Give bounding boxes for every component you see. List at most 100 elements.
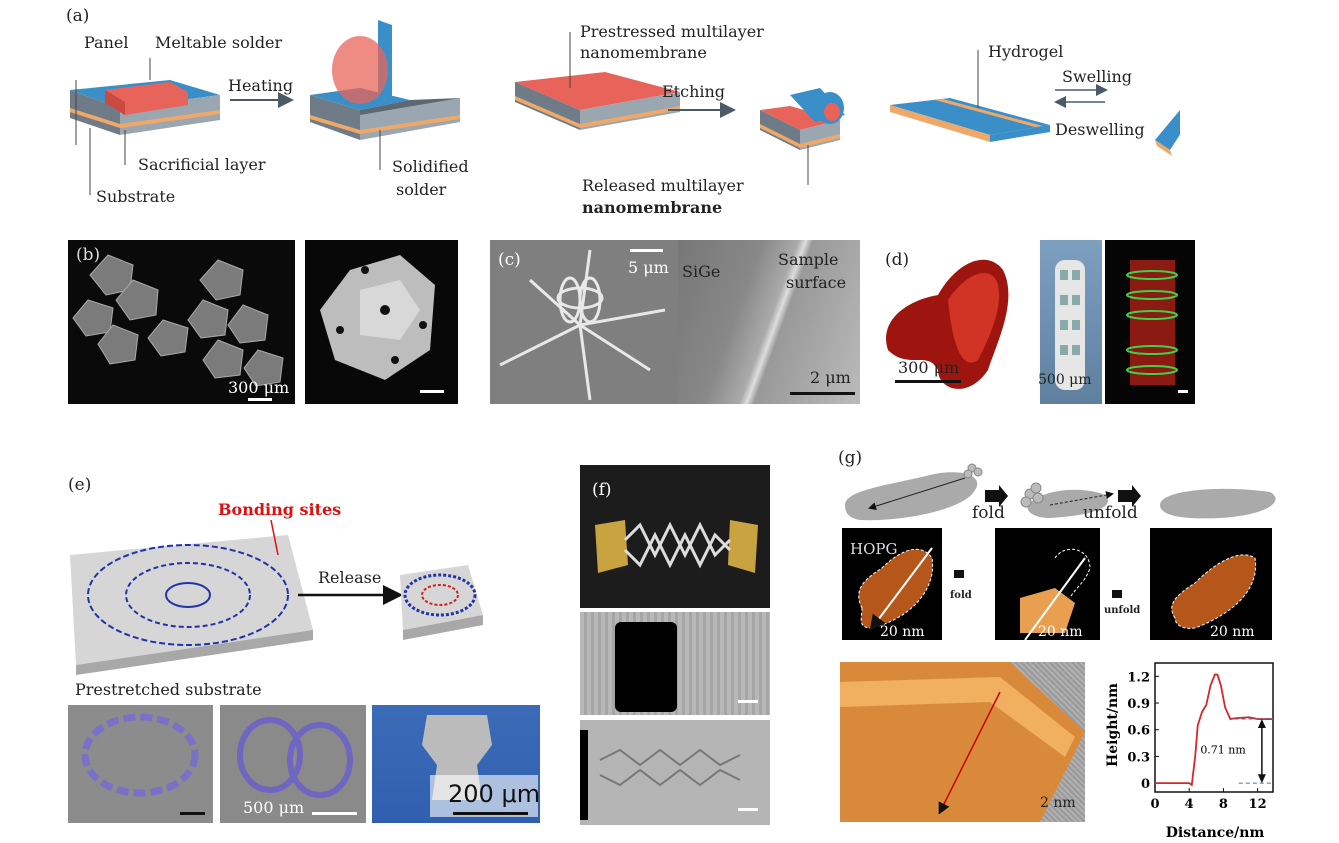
scale-bar: [738, 700, 758, 703]
image-hydrogel-saddle: [868, 240, 1035, 404]
panel-a-schematics: [70, 20, 1180, 195]
sem-image-dodecahedron: [305, 240, 458, 404]
y-tick-label: 0.3: [1127, 750, 1150, 765]
arrow-icon: [1112, 590, 1122, 598]
label-sample: Sample: [778, 250, 839, 269]
label-nanomembrane: nanomembrane: [580, 43, 707, 62]
plot-frame: [1154, 662, 1274, 793]
panel-e-scale1: 500 μm: [243, 798, 305, 817]
scale-bar: [630, 249, 663, 252]
label-heating: Heating: [228, 76, 294, 95]
panel-b-label: (b): [76, 245, 101, 265]
label-deswelling: Deswelling: [1055, 120, 1145, 139]
panel-d-scale1: 300 μm: [898, 358, 960, 377]
y-tick-label: 0.9: [1127, 697, 1150, 712]
serpentine-schematic: [70, 519, 483, 675]
afm-image-unfolded: [1150, 528, 1272, 640]
panel-g-label: (g): [838, 448, 863, 468]
scale-bar: [895, 380, 961, 383]
panel-f-label: (f): [592, 480, 612, 500]
label-prestretched-substrate: Prestretched substrate: [75, 680, 262, 699]
x-axis-label: Distance/nm: [1166, 825, 1265, 841]
hydrogel-flat: [890, 98, 1050, 142]
x-tick-label: 12: [1249, 797, 1267, 812]
hydrogel-folded: [1155, 110, 1180, 156]
afm-image-folded: [995, 528, 1100, 640]
afm-scale-3: 20 nm: [1210, 624, 1255, 640]
image-kirigami-device: [580, 465, 770, 608]
y-tick-label: 0.6: [1127, 724, 1150, 739]
tem-image-1: [580, 612, 770, 715]
image-3d-cage: [220, 705, 366, 823]
label-unfold: unfold: [1083, 503, 1138, 523]
arrow-head-down: [1257, 774, 1266, 784]
scale-bar: [453, 812, 528, 815]
label-prestressed: Prestressed multilayer: [580, 22, 764, 41]
scale-bar: [1178, 390, 1188, 393]
label-hydrogel: Hydrogel: [988, 42, 1064, 61]
scale-bar: [790, 392, 855, 395]
panel-e-label: (e): [68, 475, 92, 495]
panel-d-scale2: 500 μm: [1038, 372, 1092, 388]
panel-d-label: (d): [885, 250, 910, 270]
released-3d-structure: [400, 565, 483, 640]
label-hopg: HOPG: [850, 540, 898, 558]
arrow-head-up: [1257, 719, 1266, 728]
afm-scale-1: 20 nm: [880, 624, 925, 640]
label-fold-small: fold: [950, 590, 972, 601]
label-solidified: Solidified: [392, 157, 469, 176]
sem-image-tube: [678, 240, 860, 404]
arrow-icon: [954, 570, 964, 578]
image-fluorescent-tube: [1105, 240, 1195, 404]
afm-scale-2: 20 nm: [1038, 624, 1083, 640]
panel-e-scale2: 200 μm: [448, 780, 541, 808]
stm-scale: 2 nm: [1040, 795, 1076, 811]
label-released: Released multilayer: [582, 176, 744, 195]
nanomembrane-flat: [515, 72, 680, 130]
label-substrate: Substrate: [96, 187, 176, 206]
y-axis-label: Height/nm: [1105, 683, 1121, 767]
image-lattice-tube: [1040, 240, 1102, 404]
x-tick-label: 4: [1185, 797, 1194, 812]
scale-bar: [420, 390, 444, 393]
sem-image-nets: [68, 240, 295, 404]
panel-c-scale2: 2 μm: [810, 368, 851, 387]
label-panel: Panel: [84, 33, 129, 52]
image-serpentine-ring: [68, 705, 213, 823]
y-tick-label: 0: [1141, 777, 1150, 792]
label-sige: SiGe: [682, 262, 721, 281]
afm-image-initial: [842, 528, 942, 640]
stm-image-folded-edge: [840, 662, 1085, 822]
scale-bar: [738, 808, 758, 811]
tem-image-2: [580, 720, 770, 825]
label-etching: Etching: [662, 82, 726, 101]
label-solder: solder: [396, 180, 447, 199]
panel-c-scale1: 5 μm: [628, 258, 669, 277]
label-fold: fold: [972, 503, 1005, 523]
annotation-label: 0.71 nm: [1200, 744, 1246, 757]
fold-schematic: [845, 463, 1276, 521]
panel-b-scale: 300 μm: [228, 378, 290, 397]
label-meltable-solder: Meltable solder: [155, 33, 283, 52]
label-released-nanomembrane: nanomembrane: [582, 198, 723, 217]
profile-line: [1155, 673, 1273, 787]
y-tick-label: 1.2: [1127, 670, 1150, 685]
label-swelling: Swelling: [1062, 67, 1133, 86]
label-bonding-sites: Bonding sites: [218, 500, 342, 519]
sem-image-flower: [490, 240, 678, 404]
x-tick-label: 8: [1219, 797, 1228, 812]
solder-stack-before: [70, 80, 220, 135]
label-surface: surface: [786, 273, 847, 292]
label-unfold-small: unfold: [1104, 605, 1141, 616]
scale-bar: [248, 398, 272, 401]
solder-stack-after: [310, 20, 460, 140]
scale-bar: [180, 812, 205, 815]
label-release: Release: [318, 568, 382, 587]
panel-a-label: (a): [66, 6, 90, 26]
panel-c-label: (c): [498, 250, 521, 270]
nanomembrane-rolled: [760, 88, 845, 150]
scale-bar: [312, 812, 357, 815]
label-sacrificial-layer: Sacrificial layer: [138, 155, 266, 174]
x-tick-label: 0: [1150, 797, 1159, 812]
